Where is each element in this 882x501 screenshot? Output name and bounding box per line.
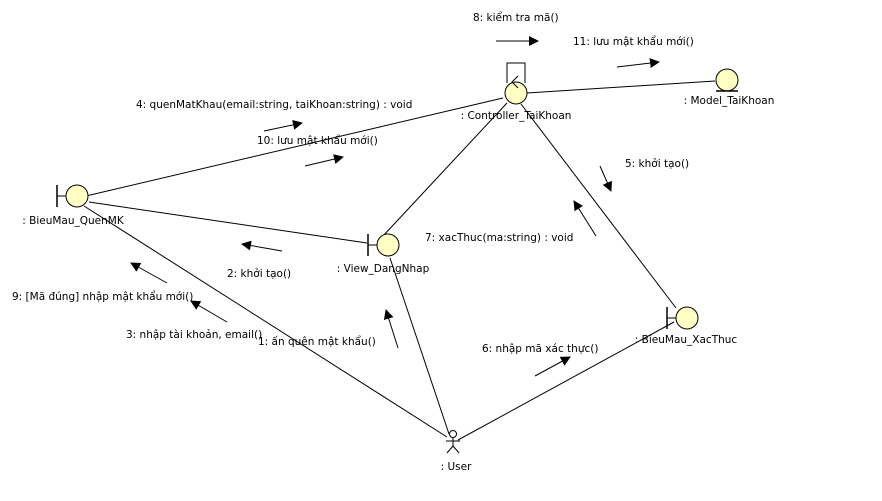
controller-object[interactable]: : Controller_TaiKhoan bbox=[461, 75, 572, 122]
message-arrows bbox=[130, 36, 660, 377]
links bbox=[83, 62, 716, 441]
link-dangnhap-user bbox=[389, 257, 450, 435]
quenmk-label: : BieuMau_QuenMK bbox=[22, 215, 125, 227]
message-label-m11: 11: lưu mật khẩu mới() bbox=[573, 35, 694, 48]
arrow-m10 bbox=[304, 154, 344, 167]
link-controller-xacthuc bbox=[520, 103, 677, 309]
control-icon bbox=[504, 81, 528, 105]
boundary-icon bbox=[376, 233, 400, 257]
actor-left-leg bbox=[446, 445, 454, 454]
arrow-m3 bbox=[190, 300, 228, 323]
link-xacthuc-user bbox=[457, 321, 675, 441]
message-label-m6: 6: nhập mã xác thực() bbox=[482, 343, 598, 355]
dangnhap-object[interactable]: : View_DangNhap bbox=[337, 233, 430, 275]
message-label-m4: 4: quenMatKhau(email:string, taiKhoan:st… bbox=[136, 99, 412, 111]
arrow-m6 bbox=[534, 356, 571, 377]
boundary-icon bbox=[675, 306, 699, 330]
message-label-m8: 8: kiểm tra mã() bbox=[473, 11, 559, 24]
link-quenmk-controller bbox=[85, 97, 504, 197]
message-label-m10: 10: lưu mật khẩu mới() bbox=[257, 134, 378, 147]
message-labels: 1: ấn quên mật khẩu() 2: khởi tạo() 3: n… bbox=[12, 11, 694, 355]
link-quenmk-dangnhap bbox=[88, 201, 368, 244]
controller-label: : Controller_TaiKhoan bbox=[461, 110, 572, 122]
model-label: : Model_TaiKhoan bbox=[684, 95, 775, 107]
link-controller-model bbox=[526, 80, 716, 94]
link-quenmk-user bbox=[83, 205, 448, 438]
entity-icon bbox=[715, 68, 739, 92]
arrow-m9 bbox=[130, 262, 168, 284]
arrow-m2 bbox=[241, 240, 283, 252]
message-label-m7: 7: xacThuc(ma:string) : void bbox=[425, 232, 573, 244]
model-object[interactable]: : Model_TaiKhoan bbox=[684, 68, 775, 107]
arrow-m5 bbox=[599, 165, 612, 192]
arrow-m11 bbox=[616, 58, 660, 69]
boundary-icon bbox=[65, 184, 89, 208]
arrow-m4 bbox=[263, 119, 303, 132]
quenmk-object[interactable]: : BieuMau_QuenMK bbox=[22, 184, 125, 227]
self-link-controller bbox=[506, 62, 526, 83]
xacthuc-label: : BieuMau_XacThuc bbox=[635, 334, 738, 346]
message-label-m5: 5: khởi tạo() bbox=[625, 158, 689, 170]
arrow-m1 bbox=[383, 309, 399, 349]
message-label-m1: 1: ấn quên mật khẩu() bbox=[258, 335, 376, 348]
dangnhap-label: : View_DangNhap bbox=[337, 263, 430, 275]
actor-head-icon bbox=[449, 430, 457, 438]
message-label-m9: 9: [Mã đúng] nhập mật khẩu mới() bbox=[12, 290, 193, 303]
control-arrow-icon bbox=[511, 75, 519, 89]
actor-right-leg bbox=[452, 445, 460, 454]
message-label-m2: 2: khởi tạo() bbox=[227, 268, 291, 280]
message-label-m3: 3: nhập tài khoản, email() bbox=[126, 329, 262, 341]
user-label: : User bbox=[441, 461, 472, 473]
xacthuc-object[interactable]: : BieuMau_XacThuc bbox=[635, 306, 738, 346]
link-controller-dangnhap bbox=[382, 102, 508, 237]
user-actor[interactable]: : User bbox=[441, 430, 472, 474]
arrow-m7 bbox=[573, 200, 597, 237]
